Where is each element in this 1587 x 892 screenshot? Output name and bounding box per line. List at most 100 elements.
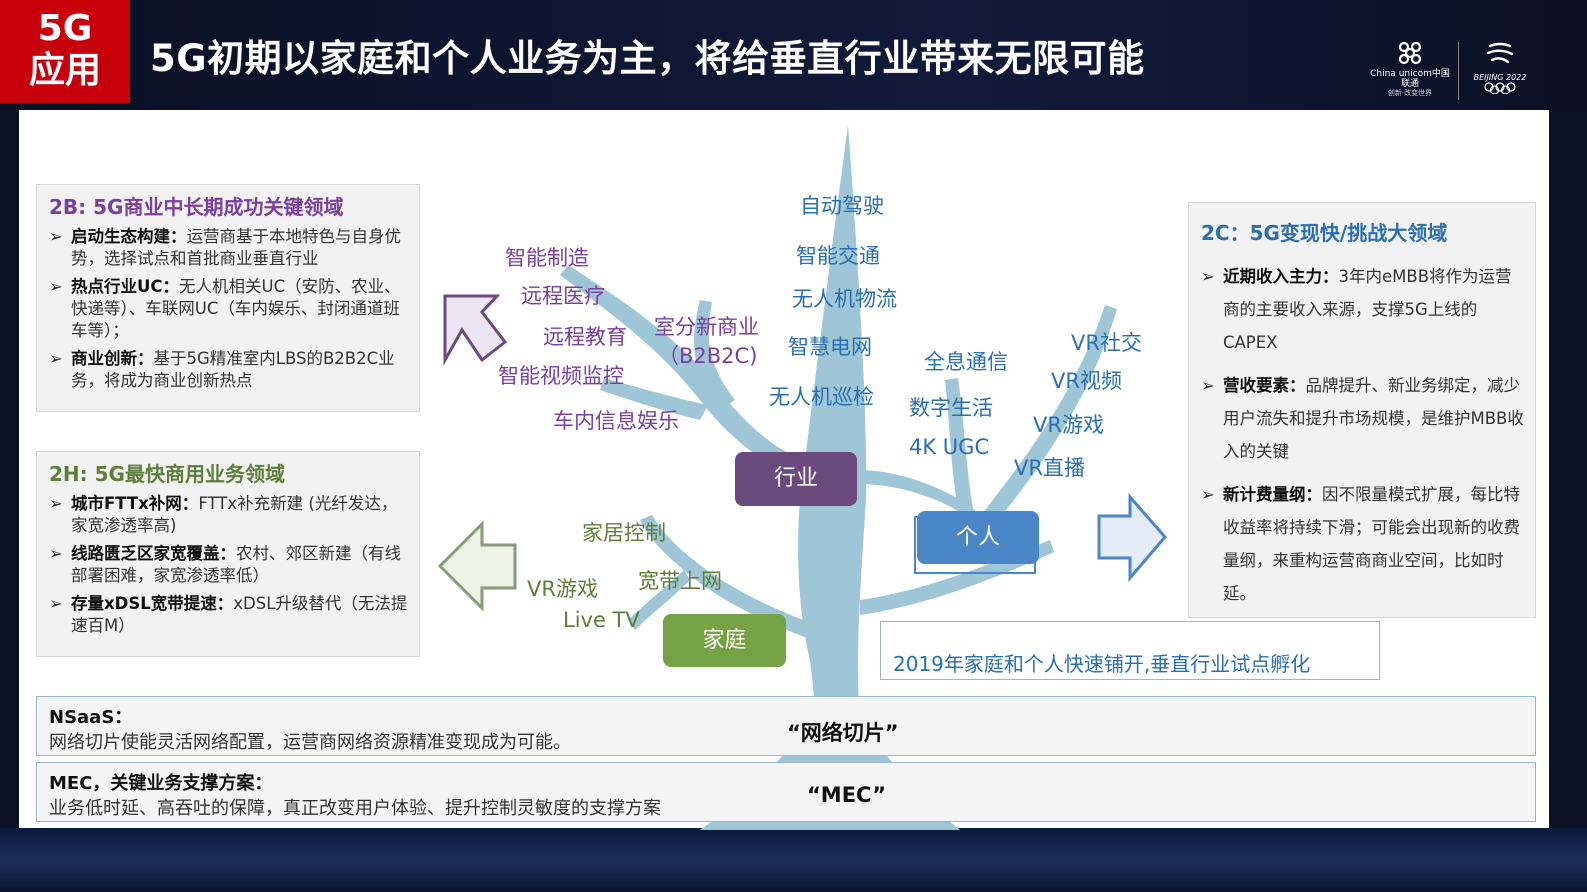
label-in-car-infotainment: 车内信息娱乐	[553, 409, 679, 433]
label-b2b2c: （B2B2C)	[658, 344, 758, 368]
nsaas-bar: NSaaS： 网络切片使能灵活网络配置，运营商网络资源精准变现成为可能。 “网络…	[36, 696, 1536, 756]
label-home-control: 家居控制	[582, 521, 666, 545]
label-vr-video: VR视频	[1051, 369, 1122, 393]
box-2b-title: 2B: 5G商业中长期成功关键领域	[49, 195, 344, 219]
label-indoor-commerce: 室分新商业	[654, 315, 759, 339]
bullet-arrow-icon: ➢	[49, 594, 63, 613]
item-bold: 启动生态构建：	[71, 227, 187, 246]
node-home: 家庭	[663, 614, 786, 667]
decorative-city-strip	[0, 828, 1587, 892]
branch-right-connector	[860, 470, 975, 520]
label-vr-game-personal: VR游戏	[1033, 413, 1104, 437]
unicom-slogan: 创新·改变世界	[1387, 89, 1433, 97]
bullet-arrow-icon: ➢	[49, 277, 63, 296]
box-2b-item: ➢ 商业创新：基于5G精准室内LBS的B2B2C业务，将成为商业创新热点	[37, 348, 419, 392]
branch-home-small	[628, 570, 690, 630]
item-text: xDSL升级替代（无法提速百M）	[71, 594, 408, 635]
bullet-arrow-icon: ➢	[1201, 267, 1215, 286]
note-text: 2019年家庭和个人快速铺开,垂直行业试点孵化	[893, 652, 1311, 676]
arrow-2h-icon	[437, 520, 517, 612]
bullet-arrow-icon: ➢	[49, 349, 63, 368]
arrow-2b-icon	[443, 294, 508, 366]
box-2b-item: ➢ 启动生态构建：运营商基于本地特色与自身优势，选择试点和首批商业垂直行业	[37, 226, 419, 270]
box-2c-title: 2C：5G变现快/挑战大领域	[1201, 221, 1448, 245]
branch-left-small	[600, 378, 708, 420]
box-2c-item: ➢ 营收要素：品牌提升、新业务绑定，减少用户流失和提升市场规模，是维护MBB收入的…	[1189, 369, 1535, 468]
item-text: 因不限量模式扩展，每比特收益率将持续下滑；可能会出现新的收费量纲，来重构运营商商…	[1223, 485, 1520, 603]
label-holographic-comm: 全息通信	[924, 350, 1008, 374]
logo-divider	[1458, 42, 1459, 100]
box-2b: 2B: 5G商业中长期成功关键领域 ➢ 启动生态构建：运营商基于本地特色与自身优势…	[36, 184, 420, 412]
box-2c: 2C：5G变现快/挑战大领域 ➢ 近期收入主力：3年内eMBB将作为运营商的主要收…	[1188, 202, 1536, 618]
box-2h-item: ➢ 线路匮乏区家宽覆盖：农村、郊区新建（有线部署困难，家宽渗透率低）	[37, 543, 419, 587]
item-text: 无人机相关UC（安防、农业、快递等）、车联网UC（车内娱乐、封闭通道班车等）；	[71, 277, 401, 340]
arrow-2c-icon	[1097, 493, 1167, 583]
unicom-knot-icon	[1398, 41, 1422, 65]
unicom-name: China unicom中国联通	[1370, 69, 1450, 89]
item-bold: 存量xDSL宽带提速：	[71, 594, 234, 613]
label-vr-live: VR直播	[1014, 456, 1085, 480]
label-4k-ugc: 4K UGC	[909, 435, 990, 459]
branch-personal-up	[945, 378, 974, 520]
section-badge: 5G 应用	[0, 0, 130, 103]
item-bold: 营收要素：	[1223, 376, 1306, 395]
badge-line2: 应用	[28, 50, 101, 91]
bullet-arrow-icon: ➢	[49, 544, 63, 563]
branch-left-mid	[694, 300, 735, 410]
label-vr-social: VR社交	[1071, 331, 1142, 355]
box-2h: 2H: 5G最快商用业务领域 ➢城市FTTx补网：FTTx补充新建 (光纤发达，…	[36, 451, 420, 657]
bullet-arrow-icon: ➢	[1201, 485, 1215, 504]
item-text: FTTx补充新建 (光纤发达，家宽渗透率高)	[71, 494, 398, 535]
box-2h-item: ➢ 存量xDSL宽带提速：xDSL升级替代（无法提速百M）	[37, 593, 419, 637]
beijing-2022-text: BEIJING 2022	[1473, 73, 1527, 82]
item-text: 运营商基于本地特色与自身优势，选择试点和首批商业垂直行业	[71, 227, 401, 268]
node-industry: 行业	[735, 452, 857, 506]
label-remote-medical: 远程医疗	[521, 284, 605, 308]
beijing-2022-logo: BEIJING 2022	[1465, 40, 1535, 97]
label-drone-logistics: 无人机物流	[792, 287, 897, 311]
item-text: 品牌提升、新业务绑定，减少用户流失和提升市场规模，是维护MBB收入的关键	[1223, 376, 1524, 461]
item-bold: 近期收入主力：	[1223, 267, 1339, 286]
label-smart-grid: 智慧电网	[788, 335, 872, 359]
winter-olympics-emblem-icon	[1486, 42, 1514, 64]
china-unicom-logo: China unicom中国联通 创新·改变世界	[1370, 40, 1450, 98]
box-2h-item: ➢城市FTTx补网：FTTx补充新建 (光纤发达，家宽渗透率高)	[37, 493, 419, 537]
box-2h-title: 2H: 5G最快商用业务领域	[49, 462, 285, 486]
bullet-arrow-icon: ➢	[49, 494, 63, 513]
bullet-arrow-icon: ➢	[49, 227, 63, 246]
label-drone-inspection: 无人机巡检	[769, 385, 874, 409]
item-bold: 新计费量纲：	[1223, 485, 1322, 504]
nsaas-tag: “网络切片”	[787, 721, 899, 745]
mec-title: MEC，关键业务支撑方案：	[49, 773, 273, 794]
label-video-surveillance: 智能视频监控	[498, 364, 624, 388]
branch-personal-right	[985, 305, 1117, 520]
slide-header: 5G 应用 5G初期以家庭和个人业务为主，将给垂直行业带来无限可能 China …	[0, 0, 1587, 110]
item-bold: 商业创新：	[71, 349, 154, 368]
item-bold: 热点行业UC：	[71, 277, 180, 296]
nsaas-desc: 网络切片使能灵活网络配置，运营商网络资源精准变现成为可能。	[49, 732, 571, 753]
mec-desc: 业务低时延、高吞吐的保障，真正改变用户体验、提升控制灵敏度的支撑方案	[49, 798, 661, 819]
label-smart-traffic: 智能交通	[796, 244, 880, 268]
item-bold: 线路匮乏区家宽覆盖：	[71, 544, 236, 563]
nsaas-title: NSaaS：	[49, 707, 133, 728]
item-text: 3年内eMBB将作为运营商的主要收入来源，支撑5G上线的CAPEX	[1223, 267, 1512, 352]
box-2b-item: ➢ 热点行业UC：无人机相关UC（安防、农业、快递等）、车联网UC（车内娱乐、封闭…	[37, 276, 419, 342]
box-2c-item: ➢ 近期收入主力：3年内eMBB将作为运营商的主要收入来源，支撑5G上线的CAPE…	[1189, 260, 1535, 359]
branch-home	[640, 515, 814, 640]
label-digital-life: 数字生活	[909, 396, 993, 420]
item-text: 农村、郊区新建（有线部署困难，家宽渗透率低）	[71, 544, 401, 585]
mec-tag: “MEC”	[807, 783, 887, 807]
badge-line1: 5G	[37, 8, 93, 49]
label-smart-manufacturing: 智能制造	[505, 246, 589, 270]
item-text: 基于5G精准室内LBS的B2B2C业务，将成为商业创新热点	[71, 349, 395, 390]
bullet-arrow-icon: ➢	[1201, 376, 1215, 395]
label-autonomous-driving: 自动驾驶	[800, 194, 884, 218]
node-personal: 个人	[917, 511, 1039, 564]
label-live-tv: Live TV	[563, 608, 640, 632]
box-2c-item: ➢ 新计费量纲：因不限量模式扩展，每比特收益率将持续下滑；可能会出现新的收费量纲，…	[1189, 478, 1535, 610]
label-remote-education: 远程教育	[543, 325, 627, 349]
label-vr-game-home: VR游戏	[527, 577, 598, 601]
slide-title: 5G初期以家庭和个人业务为主，将给垂直行业带来无限可能	[150, 37, 1145, 80]
branch-left-upper	[560, 265, 812, 480]
label-broadband: 宽带上网	[638, 569, 722, 593]
